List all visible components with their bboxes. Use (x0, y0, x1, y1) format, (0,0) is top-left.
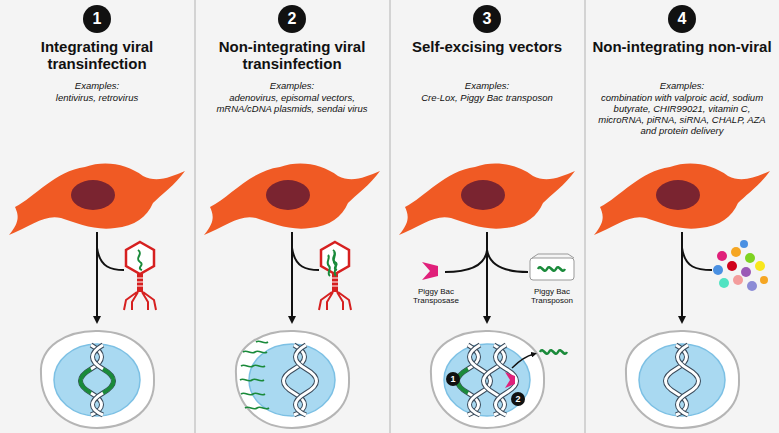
panel-title: Integrating viral transinfection (7, 38, 187, 72)
examples-heading: Examples: (7, 80, 187, 91)
examples-list: adenovirus, episomal vectors, mRNA/cDNA … (204, 92, 380, 114)
number-text: 3 (483, 10, 492, 28)
step-number: 4 (668, 5, 696, 33)
callout-number: 2 (511, 392, 525, 406)
callout-number: 1 (446, 372, 460, 386)
panel-title: Self-excising vectors (397, 38, 577, 55)
panel-2-art (204, 164, 380, 428)
examples-heading: Examples: (202, 80, 382, 91)
number-text: 2 (288, 10, 297, 28)
part-label: Piggy Bac Transposase (407, 287, 465, 305)
step-number: 2 (278, 5, 306, 33)
examples-list: combination with valproic acid, sodium b… (594, 92, 770, 136)
examples-heading: Examples: (397, 80, 577, 91)
examples-heading: Examples: (592, 80, 772, 91)
number-text: 1 (93, 10, 102, 28)
panel-4-art (594, 164, 770, 428)
examples-list: lentivirus, retrovirus (9, 92, 185, 103)
number-text: 2 (515, 394, 520, 404)
step-number: 1 (83, 5, 111, 33)
panel-title: Non-integrating viral transinfection (202, 38, 382, 72)
examples-list: Cre-Lox, Piggy Bac transposon (399, 92, 575, 103)
step-number: 3 (473, 5, 501, 33)
part-label: Piggy Bac Transposon (523, 287, 581, 305)
number-text: 4 (678, 10, 687, 28)
panel-title: Non-integrating non-viral (592, 38, 772, 55)
panel-dividers (195, 0, 585, 433)
panel-1-art (9, 164, 185, 428)
number-text: 1 (450, 374, 455, 384)
